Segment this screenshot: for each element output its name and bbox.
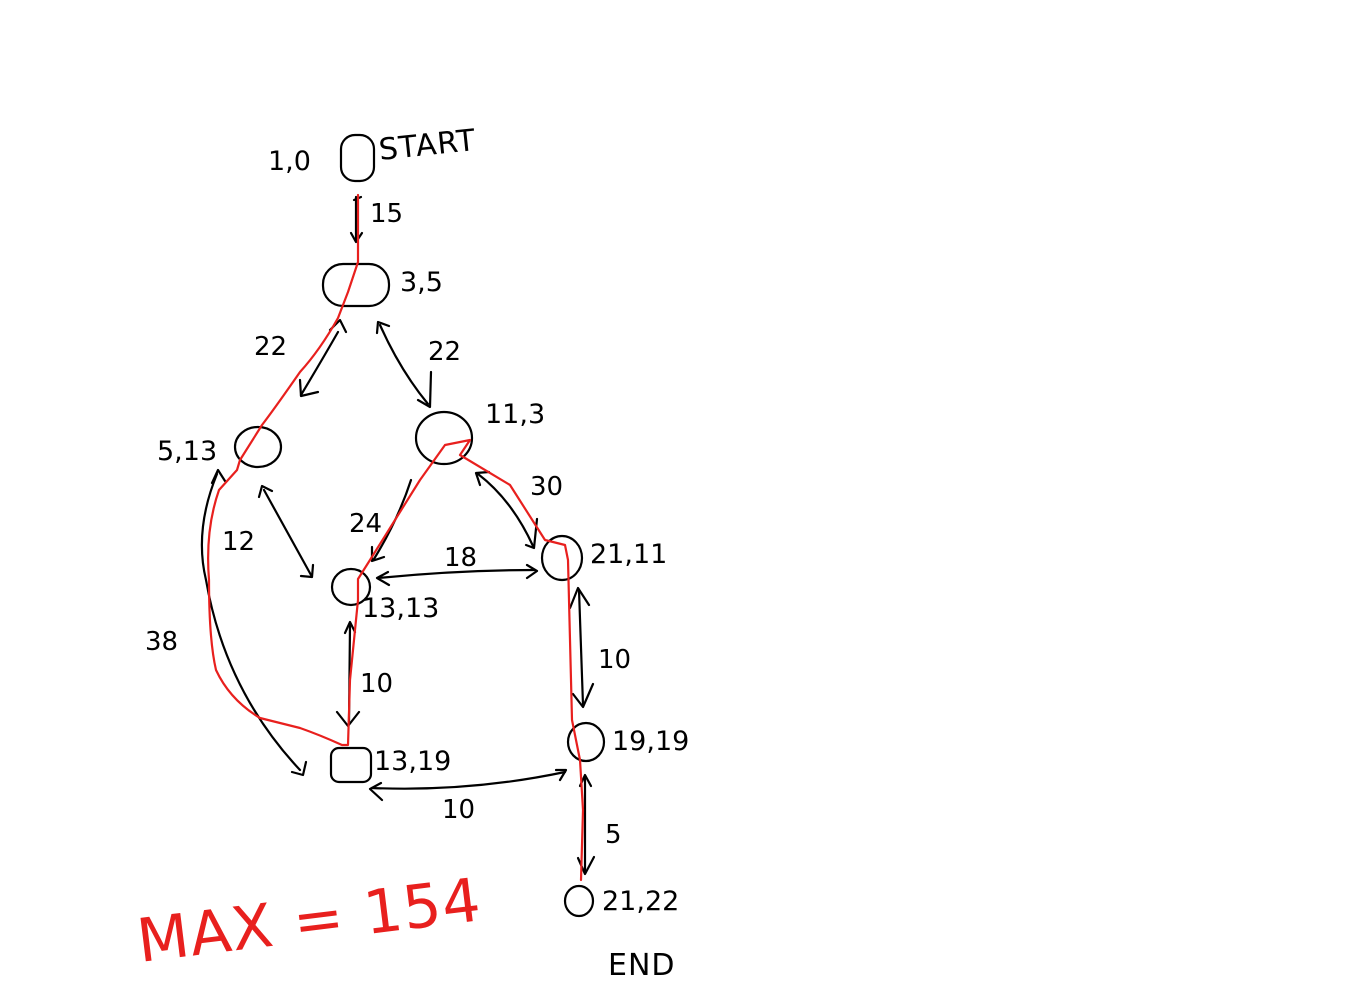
edge-weight: 22 (428, 337, 461, 367)
edge-3-7: 38 (145, 468, 308, 777)
edge-line (378, 323, 430, 406)
edge-line (370, 770, 567, 790)
edge-line (376, 568, 537, 580)
edge-weight: 22 (254, 332, 287, 362)
edge-weight: 24 (349, 509, 382, 539)
edge-line (299, 330, 340, 397)
node-label: 21,22 (602, 886, 679, 917)
node-label: 1,0 (268, 146, 311, 177)
edge-4-5: 24 (349, 478, 413, 563)
edge-2-3: 22 (254, 318, 348, 398)
edge-line (577, 588, 585, 707)
edge-line (476, 472, 535, 548)
node-7: 13,19 (329, 746, 451, 784)
node-6: 21,11 (540, 534, 667, 582)
edge-7-8: 10 (368, 768, 568, 825)
arrowhead (568, 586, 595, 709)
start-label: START (377, 123, 478, 168)
arrowhead (210, 468, 308, 777)
node-label: 19,19 (612, 726, 689, 757)
edge-8-9: 5 (576, 773, 622, 876)
edge-weight: 5 (605, 820, 622, 850)
arrowhead (257, 484, 315, 579)
node-shape (330, 567, 372, 607)
edge-2-4: 22 (375, 320, 461, 409)
node-1: 1,0 (268, 133, 376, 183)
node-label: 3,5 (400, 267, 443, 298)
arrowhead (375, 563, 539, 587)
node-shape (339, 133, 376, 183)
end-label: END (608, 948, 676, 983)
arrowhead (375, 320, 433, 409)
edge-weight: 15 (370, 199, 403, 229)
node-label: 13,13 (362, 593, 439, 624)
edge-weight: 30 (530, 472, 563, 502)
node-label: 21,11 (590, 539, 667, 570)
node-shape (233, 425, 283, 469)
node-shape (540, 534, 584, 582)
edge-6-8: 10 (568, 586, 631, 709)
node-shape (563, 884, 595, 918)
edge-3-5: 12 (222, 484, 315, 579)
edge-weight: 18 (444, 543, 477, 573)
highlighted-max-path (207, 193, 585, 882)
node-2: 3,5 (321, 262, 443, 308)
node-label: 11,3 (485, 399, 545, 430)
edge-weight: 10 (360, 669, 393, 699)
edge-5-7: 10 (335, 620, 393, 728)
edge-5-6: 18 (375, 543, 539, 587)
arrowhead (474, 470, 539, 550)
edge-line (262, 488, 313, 577)
node-shape (414, 410, 474, 466)
node-8: 19,19 (566, 721, 689, 763)
edge-weight: 10 (598, 645, 631, 675)
node-shape (566, 721, 606, 763)
edge-line (200, 472, 302, 772)
node-label: 13,19 (374, 746, 451, 777)
edge-weight: 12 (222, 527, 255, 557)
node-label: 5,13 (157, 436, 217, 467)
arrowhead (368, 768, 568, 802)
node-5: 13,13 (330, 567, 439, 624)
max-value-label: MAX = 154 (133, 865, 485, 977)
node-4: 11,3 (414, 399, 545, 466)
edge-4-6: 30 (474, 470, 563, 550)
arrowhead (370, 545, 386, 563)
edge-weight: 10 (442, 795, 475, 825)
node-shape (321, 262, 391, 308)
node-9: 21,22 (563, 884, 679, 918)
node-shape (329, 746, 373, 784)
edge-weight: 38 (145, 627, 178, 657)
node-3: 5,13 (157, 425, 283, 469)
